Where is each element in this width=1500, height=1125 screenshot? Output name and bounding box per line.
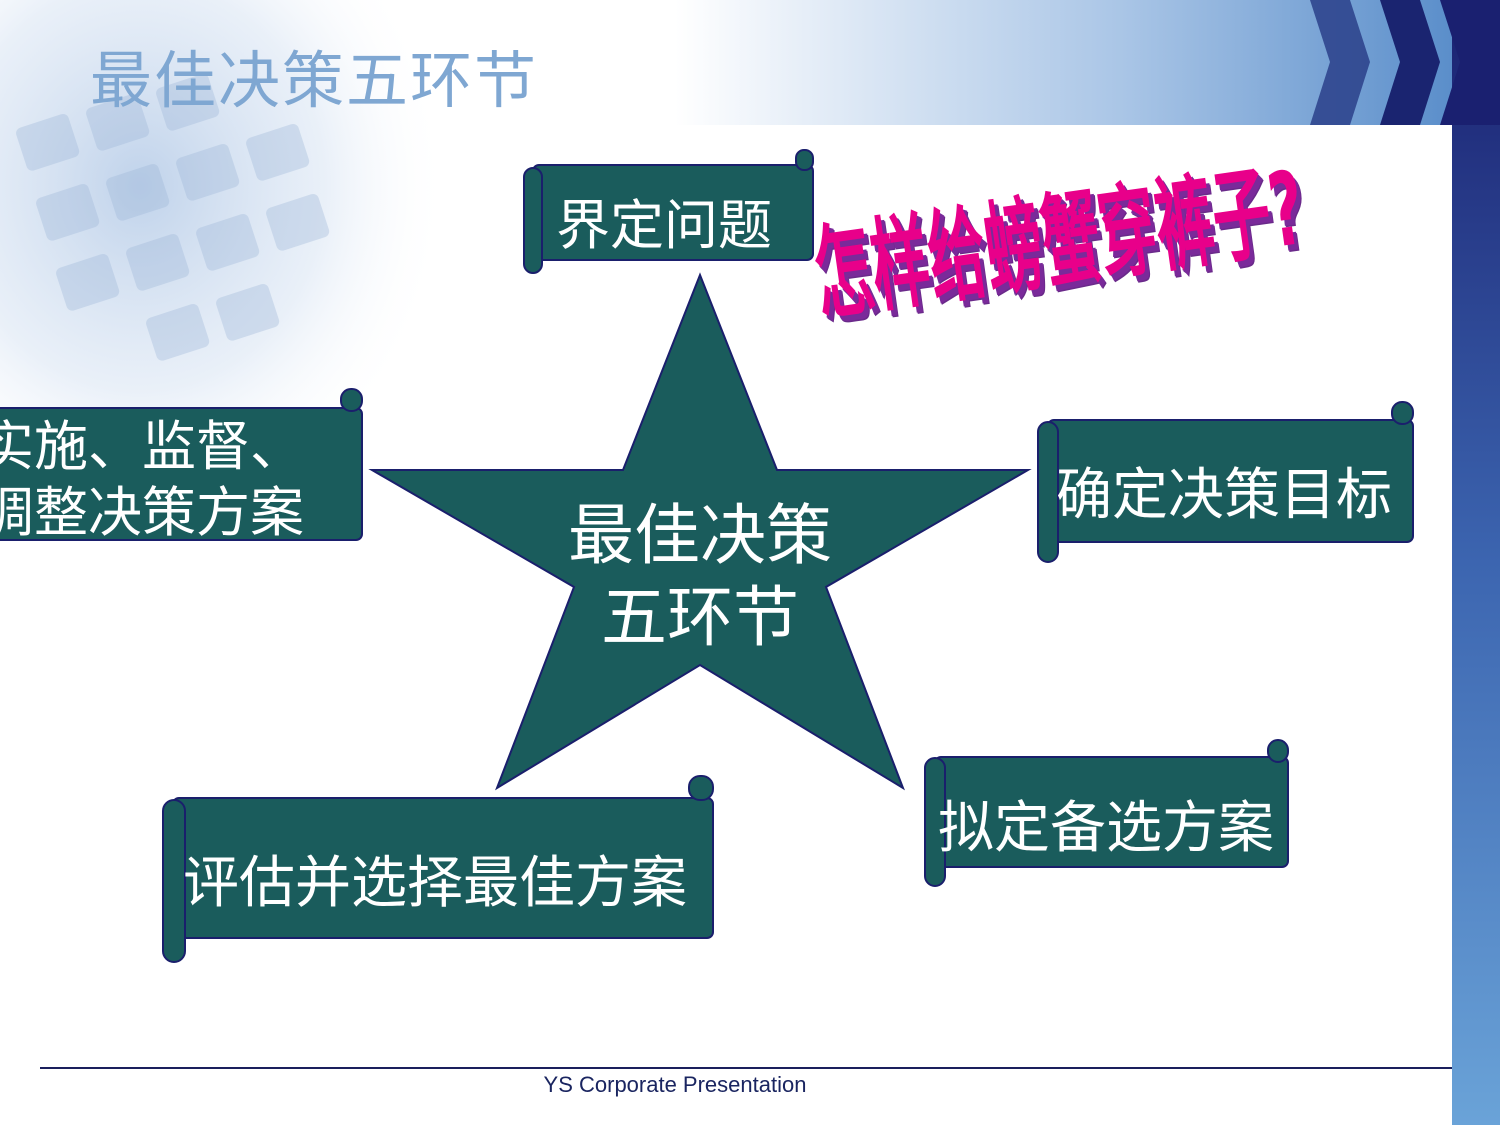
step-draft-options: 拟定备选方案 xyxy=(938,796,1274,861)
step-evaluate: 评估并选择最佳方案 xyxy=(183,851,687,916)
scroll-set-goal xyxy=(1037,401,1414,563)
step-implement-line-2: 调整决策方案 xyxy=(0,481,304,544)
scroll-implement xyxy=(0,388,363,541)
footer-text: YS Corporate Presentation xyxy=(543,1072,807,1097)
step-define-problem: 界定问题 xyxy=(556,194,772,257)
center-line-1: 最佳决策 xyxy=(568,497,832,574)
center-line-2: 五环节 xyxy=(601,579,799,656)
scroll-evaluate xyxy=(162,775,714,963)
step-set-goal: 确定决策目标 xyxy=(1056,463,1392,528)
scroll-draft-options xyxy=(924,739,1289,887)
slide-title: 最佳决策五环节 xyxy=(90,44,539,117)
center-star-label: 最佳决策 五环节 xyxy=(540,495,860,659)
step-implement: 实施、监督、 调整决策方案 xyxy=(0,414,304,546)
center-star xyxy=(368,272,1032,791)
footer-divider xyxy=(40,1067,1452,1069)
scroll-define-problem xyxy=(523,149,814,274)
step-implement-line-1: 实施、监督、 xyxy=(0,415,304,478)
